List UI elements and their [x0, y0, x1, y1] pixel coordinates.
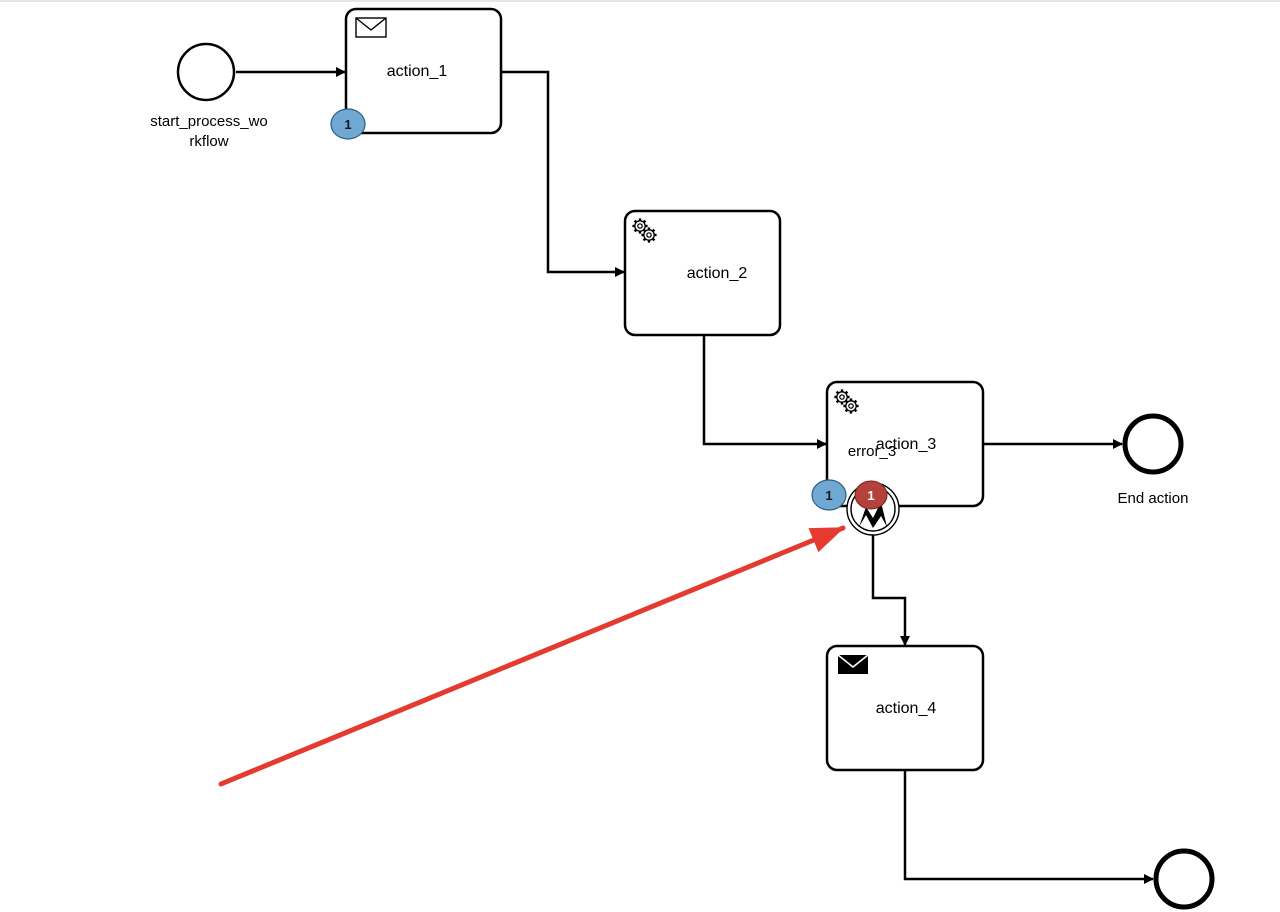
flow-action-2-to-action-3[interactable] — [702, 335, 827, 449]
sequence-flows — [236, 67, 1154, 884]
token-badge-action-1[interactable]: 1 — [330, 108, 366, 140]
task-action-1-label: action_1 — [387, 63, 448, 80]
flow-error-to-action-4[interactable] — [871, 534, 910, 646]
end-event-final[interactable] — [1153, 848, 1215, 910]
token-badge-action-3[interactable]: 1 — [811, 479, 847, 511]
task-action-4[interactable]: action_4 — [825, 644, 985, 772]
task-action-2[interactable]: action_2 — [623, 209, 782, 337]
flow-action-4-to-end[interactable] — [903, 770, 1154, 884]
error-boundary-label: error_3 — [848, 443, 896, 460]
error-boundary-event[interactable]: 1 — [846, 480, 900, 536]
token-badge-action-1-count: 1 — [344, 117, 351, 132]
start-event-label-line1: start_process_wo — [150, 113, 268, 130]
envelope-outline-icon — [355, 17, 387, 38]
annotation-arrow — [218, 525, 846, 787]
task-action-1[interactable]: action_1 — [344, 7, 503, 135]
error-badge-count: 1 — [867, 488, 874, 503]
start-event[interactable] — [176, 42, 236, 102]
task-action-3[interactable]: action_3 — [825, 380, 985, 508]
end-event-label: End action — [1118, 490, 1189, 507]
task-action-4-label: action_4 — [876, 700, 937, 717]
task-action-3-label: action_3 — [876, 436, 937, 453]
top-border — [0, 0, 1280, 2]
envelope-filled-icon — [837, 654, 869, 674]
token-badge-action-3-count: 1 — [825, 488, 832, 503]
start-event-label-line2: rkflow — [189, 133, 228, 150]
task-action-2-label: action_2 — [687, 265, 748, 282]
flow-action-1-to-action-2[interactable] — [501, 70, 625, 277]
end-event-end-action[interactable] — [1122, 413, 1184, 475]
